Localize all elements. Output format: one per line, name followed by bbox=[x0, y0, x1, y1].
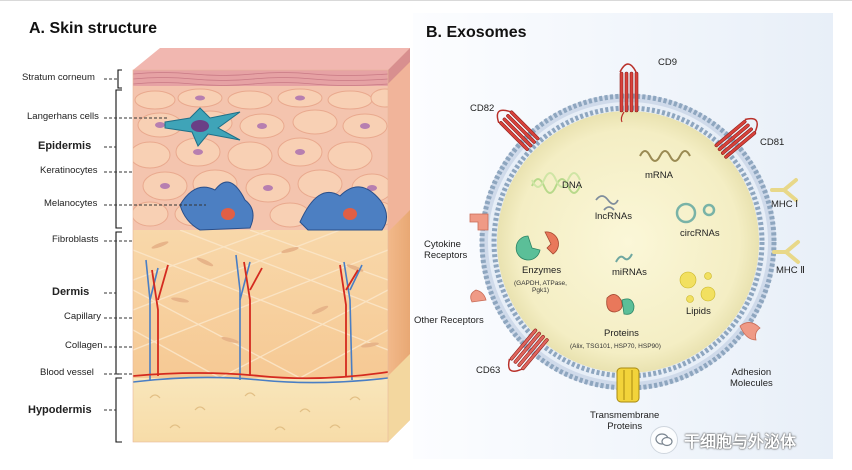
cytokine-receptor bbox=[469, 213, 489, 231]
panel-a-brackets bbox=[115, 69, 122, 443]
label-cd82: CD82 bbox=[470, 103, 495, 114]
label-epidermis: Epidermis bbox=[38, 140, 92, 152]
collagen-fibers bbox=[133, 229, 388, 379]
enzyme-shapes bbox=[515, 231, 559, 261]
exosome-lumen bbox=[497, 111, 759, 373]
label-proteins-detail: (Alix, TSG101, HSP70, HSP90) bbox=[570, 343, 661, 350]
arteries bbox=[133, 261, 388, 380]
adipose-marks bbox=[149, 392, 361, 431]
label-adhesion-molecules: Adhesion Molecules bbox=[730, 367, 773, 389]
label-lncrnas: lncRNAs bbox=[595, 211, 632, 222]
hypodermis-layer bbox=[133, 376, 388, 442]
skin-top-face bbox=[133, 48, 410, 70]
label-cd63: CD63 bbox=[476, 365, 501, 376]
mhc-ii-molecule bbox=[772, 240, 800, 264]
label-proteins: Proteins bbox=[604, 328, 639, 339]
veins bbox=[133, 254, 388, 384]
label-enzymes: Enzymes bbox=[522, 265, 562, 276]
label-mhc-i: MHC Ⅰ bbox=[771, 199, 799, 210]
cd82-receptor bbox=[496, 109, 540, 151]
mirna-strand bbox=[615, 253, 633, 263]
melanocyte-cell-1 bbox=[179, 181, 254, 231]
watermark: 干细胞与外泌体 bbox=[650, 426, 796, 454]
skin-side-epidermis bbox=[388, 62, 410, 232]
label-mrna: mRNA bbox=[645, 170, 673, 181]
watermark-text: 干细胞与外泌体 bbox=[684, 432, 797, 451]
skin-side-stratum bbox=[388, 48, 410, 84]
melanocyte-nucleus-2 bbox=[343, 208, 357, 220]
label-lipids: Lipids bbox=[686, 306, 711, 317]
label-circrnas: circRNAs bbox=[680, 228, 720, 239]
wechat-logo-icon bbox=[650, 426, 678, 454]
dna-helix bbox=[531, 172, 581, 194]
langerhans-nucleus bbox=[191, 120, 209, 132]
skin-block-outline bbox=[132, 69, 389, 443]
stratum-lines bbox=[133, 72, 388, 86]
label-dna: DNA bbox=[562, 180, 583, 191]
label-cytokine-receptors: Cytokine Receptors bbox=[424, 239, 468, 261]
label-cd81: CD81 bbox=[760, 137, 785, 148]
lncrna-strands bbox=[595, 195, 619, 211]
label-cd9: CD9 bbox=[658, 57, 678, 68]
melanocyte-cell-2 bbox=[299, 186, 387, 231]
label-langerhans-cells: Langerhans cells bbox=[27, 111, 99, 122]
label-collagen: Collagen bbox=[65, 340, 103, 351]
cd63-receptor bbox=[507, 328, 549, 372]
other-receptor bbox=[470, 289, 487, 303]
panel-b-title: B. Exosomes bbox=[426, 24, 527, 41]
label-stratum-corneum: Stratum corneum bbox=[22, 72, 95, 83]
label-keratinocytes: Keratinocytes bbox=[40, 165, 98, 176]
lipid-droplets bbox=[679, 271, 716, 303]
label-dermis: Dermis bbox=[52, 286, 90, 298]
label-fibroblasts: Fibroblasts bbox=[52, 234, 99, 245]
label-capillary: Capillary bbox=[64, 311, 101, 322]
keratinocyte-nuclei bbox=[155, 95, 377, 217]
skin-block bbox=[132, 48, 410, 443]
panel-a-title: A. Skin structure bbox=[29, 20, 158, 37]
adhesion-molecule bbox=[739, 322, 761, 341]
circrna-rings bbox=[675, 202, 716, 224]
label-enzymes-detail: (GAPDH, ATPase, Pgk1) bbox=[514, 280, 567, 295]
exosome bbox=[479, 93, 777, 391]
label-mirnas: miRNAs bbox=[612, 267, 647, 278]
transmembrane-protein bbox=[616, 367, 640, 403]
skin-side-hypodermis bbox=[388, 354, 410, 442]
label-other-receptors: Other Receptors bbox=[414, 315, 484, 326]
cd9-receptor bbox=[619, 63, 639, 123]
label-hypodermis: Hypodermis bbox=[28, 404, 92, 416]
cd81-receptor bbox=[714, 117, 758, 159]
panel-a-leaders bbox=[104, 78, 206, 411]
label-mhc-ii: MHC Ⅱ bbox=[776, 265, 805, 276]
label-melanocytes: Melanocytes bbox=[44, 198, 98, 209]
label-transmembrane-proteins: Transmembrane Proteins bbox=[590, 410, 660, 432]
melanocyte-nucleus-1 bbox=[221, 208, 235, 220]
label-blood-vessel: Blood vessel bbox=[40, 367, 94, 378]
top-border bbox=[0, 0, 852, 1]
mrna-strand bbox=[639, 150, 691, 162]
mhc-i-molecule bbox=[770, 178, 798, 202]
protein-shapes bbox=[606, 294, 635, 315]
